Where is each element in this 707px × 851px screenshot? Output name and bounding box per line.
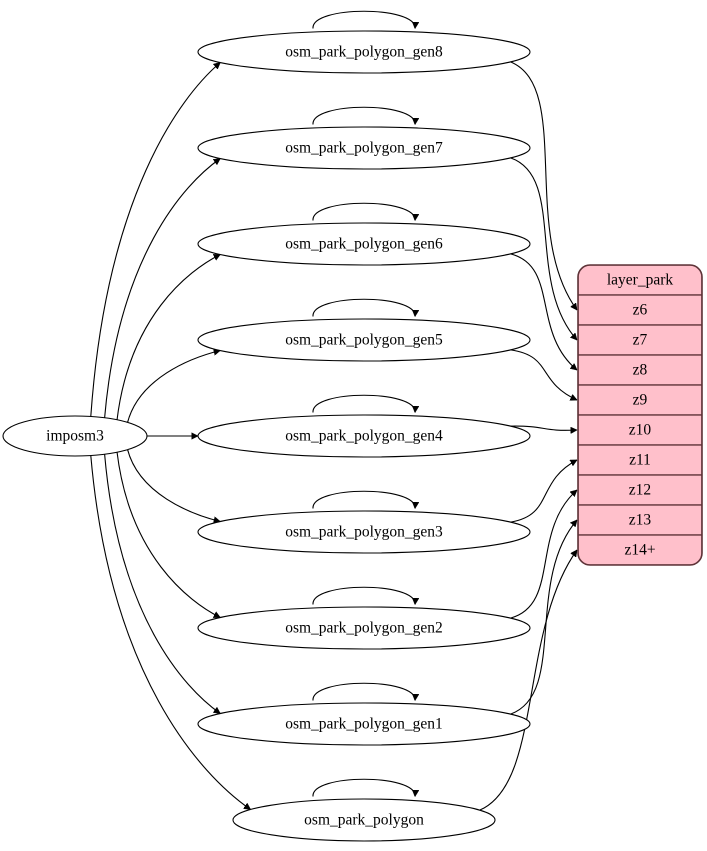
- edge-imposm3-to-osm_park_polygon_gen6: [116, 254, 220, 421]
- node-osm_park_polygon_gen8[interactable]: [197, 30, 531, 74]
- edge-imposm3-to-osm_park_polygon_gen5: [126, 351, 220, 424]
- edge-selfloop-osm_park_polygon: [312, 778, 415, 796]
- layer-park-row-label-z6: z6: [633, 302, 648, 319]
- layer-park-row-z10[interactable]: [578, 414, 702, 446]
- layer-park-row-z12[interactable]: [578, 474, 702, 506]
- layer-park-header-label: layer_park: [607, 272, 674, 289]
- layer-park-row-label-z12: z12: [629, 482, 651, 499]
- node-imposm3[interactable]: imposm3: [2, 415, 148, 457]
- layer-park-outline: [577, 264, 703, 566]
- table-nodes: osm_park_polygon_gen8 osm_park_polygon_ge…: [197, 30, 531, 842]
- node-osm_park_polygon_gen2[interactable]: [197, 606, 531, 650]
- layer-park-row-z7[interactable]: [578, 324, 702, 356]
- edge-osm_park_polygon_gen7-to-z7: [510, 157, 577, 340]
- node-label-osm_park_polygon_gen4: osm_park_polygon_gen4: [285, 428, 443, 445]
- imposm3-label: imposm3: [46, 428, 104, 445]
- edge-osm_park_polygon_gen8-to-z6: [510, 61, 578, 310]
- edge-selfloop-osm_park_polygon_gen5: [312, 298, 415, 316]
- edge-imposm3-to-osm_park_polygon_gen2: [116, 451, 220, 618]
- layer-park-row-label-z8: z8: [633, 362, 648, 379]
- layer-park-row-label-z10: z10: [629, 422, 652, 439]
- edges-tables-to-layer-park: [479, 61, 578, 811]
- edge-imposm3-to-osm_park_polygon_gen7: [104, 158, 221, 419]
- node-label-osm_park_polygon_gen6: osm_park_polygon_gen6: [285, 236, 443, 253]
- edge-selfloop-osm_park_polygon_gen7: [312, 106, 415, 124]
- layer-park-row-z11[interactable]: [578, 444, 702, 476]
- node-label-osm_park_polygon: osm_park_polygon: [304, 812, 424, 829]
- node-label-osm_park_polygon_gen2: osm_park_polygon_gen2: [285, 620, 443, 637]
- edge-osm_park_polygon_gen2-to-z12: [510, 490, 577, 619]
- layer-park-row-label-z9: z9: [633, 392, 648, 409]
- edge-imposm3-to-osm_park_polygon_gen3: [126, 448, 220, 521]
- layer-park-table[interactable]: layer_park z6 z7 z8 z9 z10 z11 z12 z13 z14+: [577, 264, 703, 566]
- edges-imposm3-to-tables: [90, 63, 251, 810]
- node-osm_park_polygon[interactable]: [232, 798, 496, 842]
- edge-selfloop-osm_park_polygon_gen4: [312, 394, 415, 412]
- layer-park-row-z9[interactable]: [578, 384, 702, 416]
- node-label-osm_park_polygon_gen1: osm_park_polygon_gen1: [285, 716, 443, 733]
- edge-imposm3-to-osm_park_polygon: [90, 455, 251, 810]
- node-label-osm_park_polygon_gen3: osm_park_polygon_gen3: [285, 524, 443, 541]
- edge-osm_park_polygon_gen4-to-z10: [510, 425, 577, 430]
- node-osm_park_polygon_gen6[interactable]: [197, 222, 531, 266]
- node-osm_park_polygon_gen4[interactable]: [197, 414, 531, 458]
- node-label-osm_park_polygon_gen5: osm_park_polygon_gen5: [285, 332, 443, 349]
- edge-imposm3-to-osm_park_polygon_gen8: [90, 63, 220, 417]
- edge-osm_park_polygon-to-z14plus: [479, 550, 578, 811]
- edge-osm_park_polygon_gen6-to-z8: [510, 253, 577, 370]
- edge-imposm3-to-osm_park_polygon_gen1: [104, 453, 221, 714]
- node-osm_park_polygon_gen5[interactable]: [197, 318, 531, 362]
- layer-park-row-z13[interactable]: [578, 504, 702, 536]
- node-label-osm_park_polygon_gen7: osm_park_polygon_gen7: [285, 140, 443, 157]
- edges-self-loops: [312, 10, 415, 796]
- layer-park-row-z14plus[interactable]: [578, 534, 702, 565]
- layer-park-row-label-z7: z7: [633, 332, 648, 349]
- imposm3-ellipse[interactable]: [2, 415, 148, 457]
- edge-osm_park_polygon_gen3-to-z11: [510, 459, 577, 523]
- node-osm_park_polygon_gen1[interactable]: [197, 702, 531, 746]
- edge-selfloop-osm_park_polygon_gen2: [312, 586, 415, 604]
- edge-osm_park_polygon_gen1-to-z13: [510, 520, 577, 715]
- layer-park-row-label-z14plus: z14+: [624, 542, 655, 559]
- edge-selfloop-osm_park_polygon_gen1: [312, 682, 415, 700]
- edge-osm_park_polygon_gen5-to-z9: [510, 349, 577, 400]
- node-osm_park_polygon_gen3[interactable]: [197, 510, 531, 554]
- node-label-osm_park_polygon_gen8: osm_park_polygon_gen8: [285, 44, 443, 61]
- edge-selfloop-osm_park_polygon_gen8: [312, 10, 415, 28]
- layer-park-row-label-z11: z11: [629, 452, 651, 469]
- layer-park-row-label-z13: z13: [629, 512, 652, 529]
- edge-selfloop-osm_park_polygon_gen3: [312, 490, 415, 508]
- node-osm_park_polygon_gen7[interactable]: [197, 126, 531, 170]
- edge-selfloop-osm_park_polygon_gen6: [312, 202, 415, 220]
